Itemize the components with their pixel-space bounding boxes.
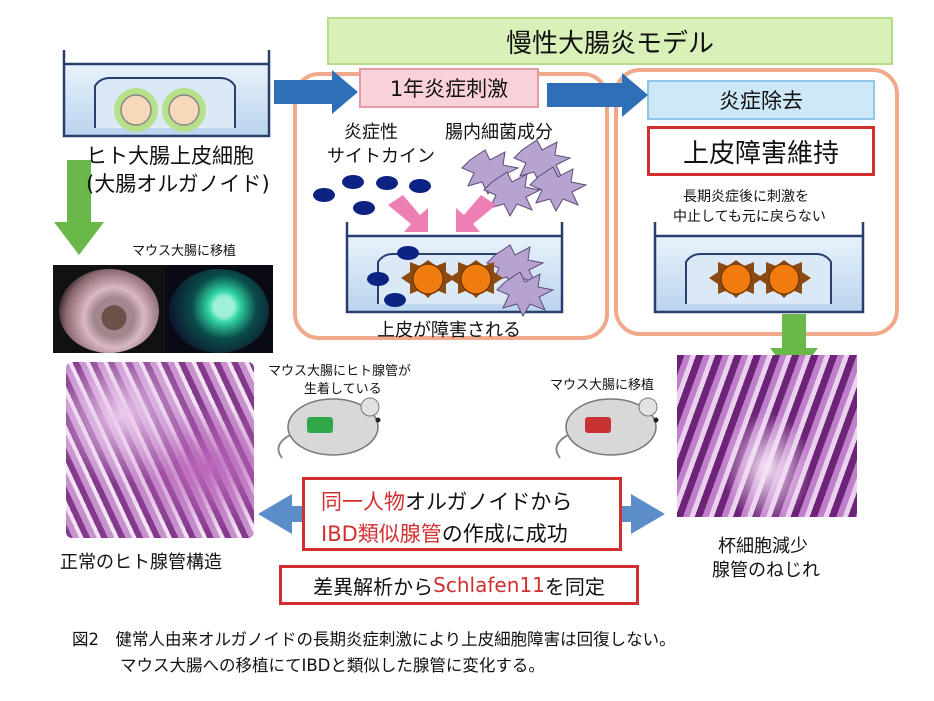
pink-arrow-left — [388, 195, 428, 232]
organoid-damaged-1 — [709, 260, 763, 298]
model-banner: 慢性大腸炎モデル — [327, 17, 893, 65]
arrow-down-transplant — [54, 160, 104, 255]
mouse-left — [277, 397, 381, 459]
gfp-signal — [169, 269, 269, 353]
transplant-label-right: マウス大腸に移植 — [550, 378, 655, 393]
organoid-healthy-1 — [114, 88, 158, 132]
organoid-damaged-2 — [757, 260, 811, 298]
engraft-label-line2: 生着している — [304, 382, 382, 397]
success-line1-black: オルガノイドから — [405, 490, 573, 514]
culture-dish-inflamed — [345, 222, 564, 318]
cytokine-label-line2: サイトカイン — [327, 146, 435, 167]
maintained-note-line2: 中止しても元に戻らない — [673, 209, 826, 225]
figure-caption-line1: 図2 健常人由来オルガノイドの長期炎症刺激により上皮細胞障害は回復しない。 — [72, 630, 676, 649]
success-line1: 同一人物オルガノイドから — [321, 486, 572, 516]
goblet-label-line1: 杯細胞減少 — [718, 536, 808, 557]
stage1-tag: 1年炎症刺激 — [359, 68, 539, 108]
organoid-inflamed-1 — [401, 260, 455, 298]
endoscopy-image — [53, 265, 165, 353]
fluorescence-image — [165, 265, 273, 353]
success-line2-black: の作成に成功 — [441, 522, 568, 546]
maintained-box: 上皮障害維持 — [647, 126, 875, 176]
schlafen-black1: 差異解析から — [313, 574, 434, 599]
pink-arrow-right — [456, 195, 496, 232]
arrow-to-inflammation — [274, 70, 358, 114]
arrow-to-removal — [547, 73, 648, 117]
organoid-inflamed-2 — [449, 260, 503, 298]
schlafen-red: Schlafen11 — [433, 573, 545, 597]
cell-label-line1: ヒト大腸上皮細胞 — [86, 144, 254, 168]
figure-caption-line2: マウス大腸への移植にてIBDと類似した腺管に変化する。 — [120, 656, 545, 675]
culture-dish-after-removal — [653, 222, 865, 314]
normal-gland-histology — [66, 362, 254, 538]
damage-label: 上皮が障害される — [377, 320, 521, 341]
bacteria-label: 腸内細菌成分 — [445, 122, 553, 143]
maintained-text: 上皮障害維持 — [682, 138, 839, 169]
colon-lumen-image — [59, 269, 159, 353]
success-line2: IBD類似腺管の作成に成功 — [321, 518, 568, 548]
cytokine-molecules — [313, 175, 431, 215]
arrow-to-normal — [258, 494, 304, 534]
arrow-to-ibd — [619, 494, 665, 534]
removal-panel — [614, 68, 899, 336]
transplant-label-top: マウス大腸に移植 — [132, 244, 237, 259]
cytokine-label-line1: 炎症性 — [344, 122, 398, 143]
ibd-like-gland-histology — [677, 355, 857, 517]
success-box: 同一人物オルガノイドから IBD類似腺管の作成に成功 — [302, 477, 622, 551]
stage2-tag: 炎症除去 — [647, 80, 875, 120]
maintained-note-line1: 長期炎症後に刺激を — [683, 189, 809, 205]
engraft-label-line1: マウス大腸にヒト腺管が — [268, 364, 412, 379]
cell-label-line2: (大腸オルガノイド) — [86, 172, 270, 196]
success-line1-red: 同一人物 — [321, 490, 405, 514]
bacterial-components — [461, 139, 588, 218]
success-line2-red: IBD類似腺管 — [321, 522, 442, 546]
organoid-healthy-2 — [162, 88, 206, 132]
goblet-label-line2: 腺管のねじれ — [712, 560, 820, 581]
culture-dish-healthy — [62, 50, 271, 138]
schlafen-black2: を同定 — [544, 574, 605, 599]
mouse-right — [555, 397, 659, 459]
normal-gland-label: 正常のヒト腺管構造 — [60, 552, 222, 573]
